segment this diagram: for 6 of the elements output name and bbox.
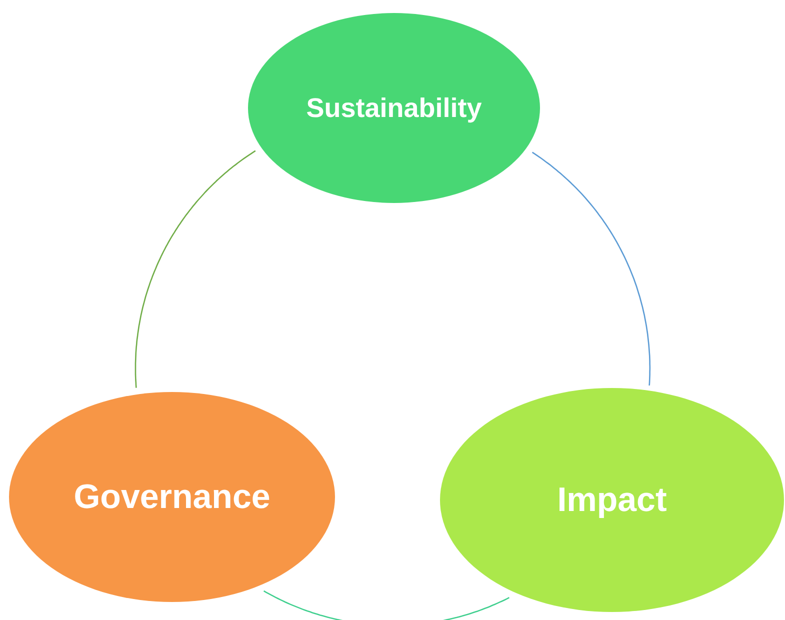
connector-arc: [263, 590, 510, 620]
node-label: Sustainability: [306, 92, 482, 125]
connector-arc: [532, 152, 651, 386]
connector-arc: [134, 150, 256, 388]
node-label: Impact: [557, 480, 667, 520]
node-label: Governance: [74, 476, 270, 518]
